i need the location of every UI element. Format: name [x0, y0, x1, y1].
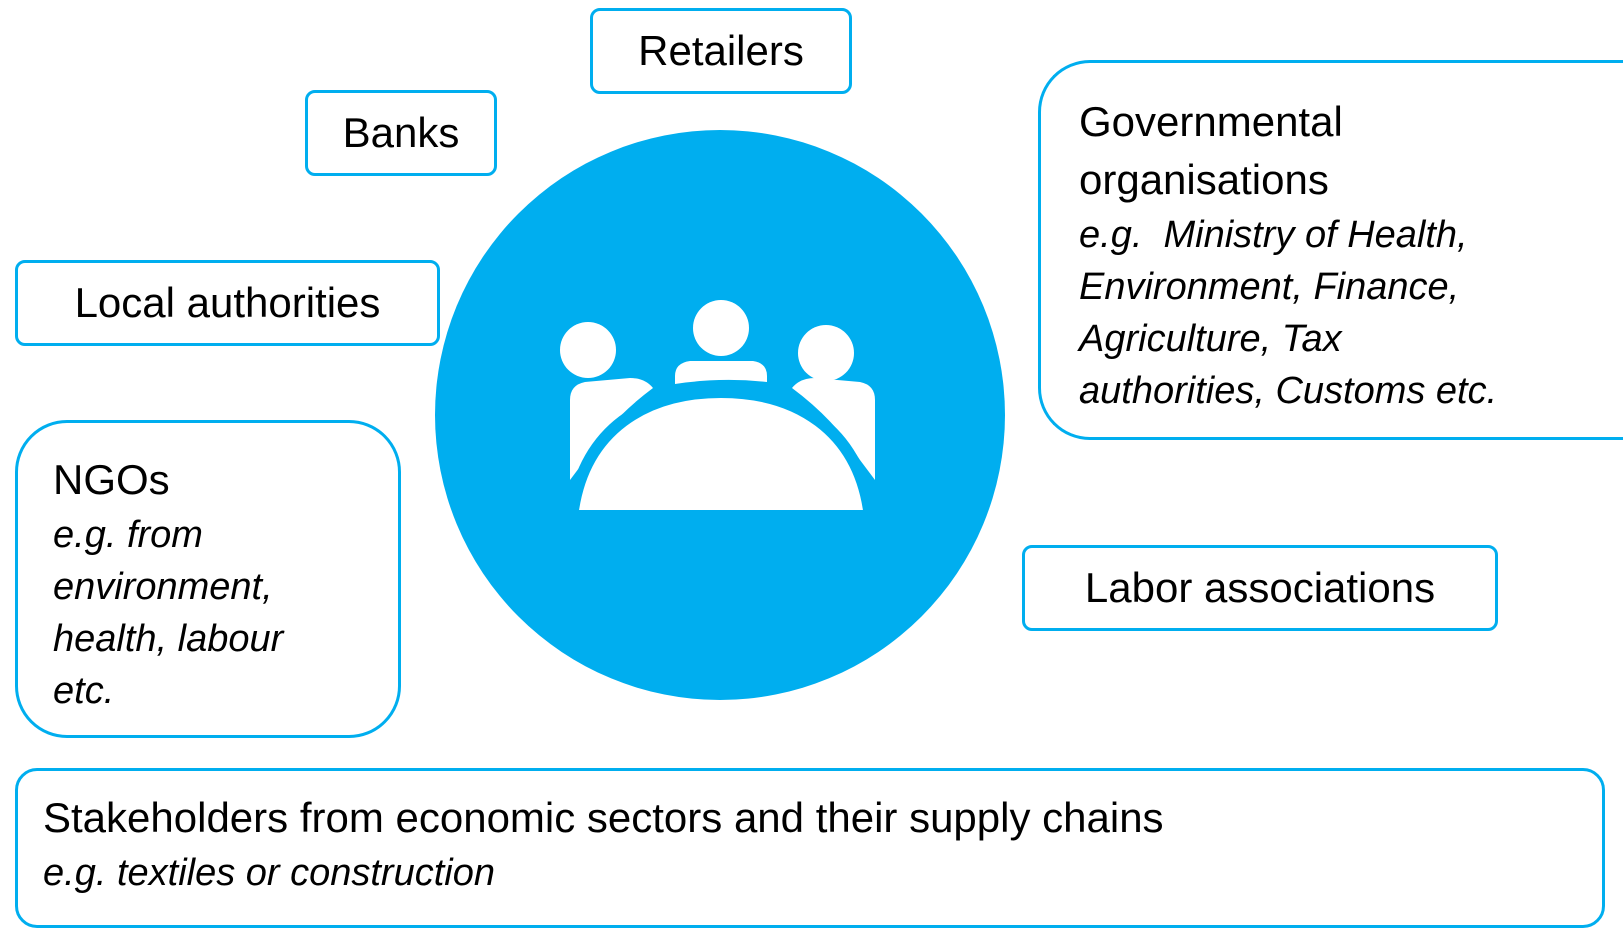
ngos-example-line: etc.: [53, 670, 115, 712]
governmental-example-line: Agriculture, Tax: [1079, 318, 1342, 360]
governmental-organisations-box: Governmental organisations e.g. Ministry…: [1038, 60, 1623, 440]
local-authorities-box: Local authorities: [15, 260, 440, 346]
governmental-title-line: Governmental: [1079, 98, 1343, 145]
local-authorities-label: Local authorities: [74, 279, 381, 326]
economic-sectors-box: Stakeholders from economic sectors and t…: [15, 768, 1605, 928]
ngos-example-line: e.g. from: [53, 514, 203, 556]
ngos-example-line: health, labour: [53, 618, 284, 660]
banks-label: Banks: [342, 109, 460, 156]
labor-associations-label: Labor associations: [1084, 564, 1436, 611]
retailers-box: Retailers: [590, 8, 852, 94]
retailers-label: Retailers: [638, 27, 804, 74]
economic-sectors-example: e.g. textiles or construction: [43, 852, 495, 894]
economic-sectors-title: Stakeholders from economic sectors and t…: [43, 794, 1164, 841]
ngos-title: NGOs: [53, 456, 170, 503]
governmental-title-line: organisations: [1079, 156, 1329, 203]
governmental-example-line: authorities, Customs etc.: [1079, 370, 1498, 412]
labor-associations-box: Labor associations: [1022, 545, 1498, 631]
ngos-example-line: environment,: [53, 566, 273, 608]
banks-box: Banks: [305, 90, 497, 176]
group-meeting-icon: [560, 300, 875, 511]
ngos-box: NGOs e.g. from environment, health, labo…: [15, 420, 401, 738]
stakeholder-hub-circle: [435, 130, 1005, 700]
governmental-example-line: e.g. Ministry of Health,: [1079, 214, 1468, 256]
governmental-example-line: Environment, Finance,: [1079, 266, 1460, 308]
